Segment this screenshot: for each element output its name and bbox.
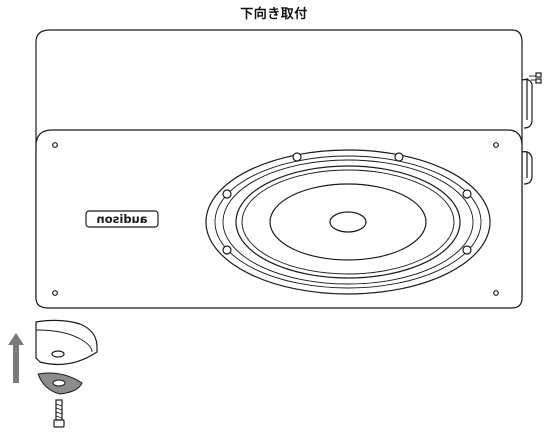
diagram-title: 下向き取付 <box>240 7 308 22</box>
woofer-mount-hole <box>292 152 302 162</box>
brand-plate: audison <box>85 210 159 228</box>
screw-hole-bottom-left <box>52 290 58 296</box>
screw-hole-top-left <box>52 142 58 148</box>
woofer-mount-hole <box>222 189 232 199</box>
brand-logo-text: audison <box>96 212 147 226</box>
panel-screw-holes <box>52 142 499 296</box>
mounting-bracket-icon <box>35 319 98 365</box>
woofer-dust-cap <box>329 211 367 233</box>
screw-hole-bottom-right <box>493 290 499 296</box>
arrow-up-icon <box>8 333 24 383</box>
woofer <box>205 149 491 295</box>
speaker-cables <box>521 72 542 185</box>
woofer-mount-hole <box>462 245 472 255</box>
screw-icon <box>53 399 65 428</box>
woofer-mount-hole <box>462 189 472 199</box>
rubber-washer-icon <box>37 372 83 395</box>
woofer-mount-hole <box>222 245 232 255</box>
woofer-mount-hole <box>394 152 404 162</box>
screw-hole-top-right <box>493 142 499 148</box>
